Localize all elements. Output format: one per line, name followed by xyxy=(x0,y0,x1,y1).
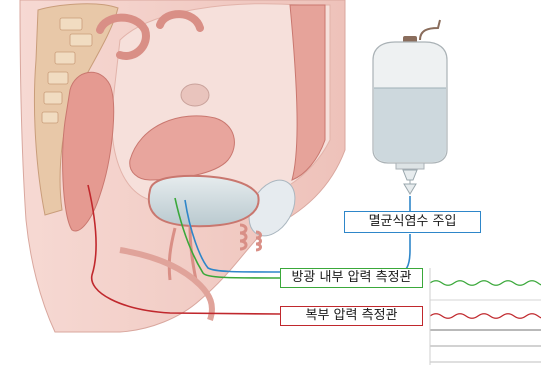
bladder-pressure-trace xyxy=(430,281,541,286)
ovary xyxy=(181,84,209,106)
saline-infusion-label: 멸균식염수 주입 xyxy=(344,211,481,233)
bladder xyxy=(149,176,259,226)
iv-bag-icon xyxy=(373,20,447,169)
abdominal-pressure-label: 복부 압력 측정관 xyxy=(280,306,423,326)
drip-chamber-icon xyxy=(403,170,417,194)
abdominal-pressure-trace xyxy=(430,314,541,319)
bladder-pressure-label: 방광 내부 압력 측정관 xyxy=(280,268,423,288)
